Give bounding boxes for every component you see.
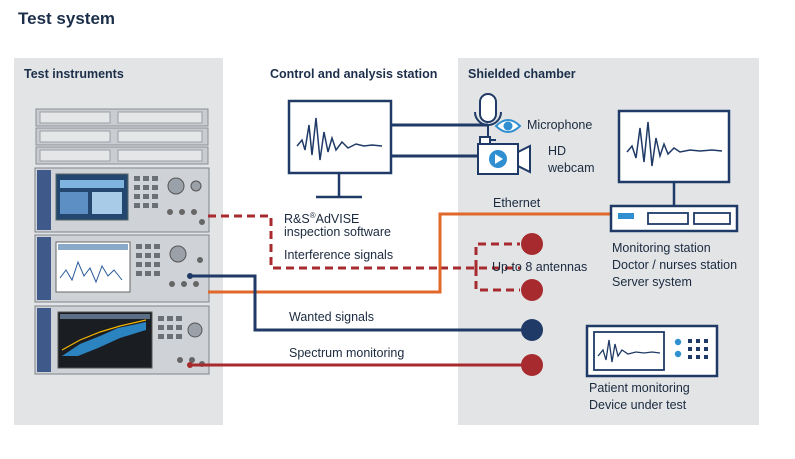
interference-signals-label: Interference signals [284,248,394,262]
ethernet-line [208,212,612,294]
spectrum-analyzer-icon [34,305,210,375]
webcam-icon [477,136,531,175]
monitoring-station-unit-icon [609,204,739,233]
ethernet-label: Ethernet [493,196,541,210]
control-station-monitor-icon [287,99,393,199]
instrument-rack-icon [34,108,210,375]
wanted-signals-label: Wanted signals [289,310,374,324]
antenna-dot-icon [521,279,543,301]
server-system-label: Server system [612,275,692,289]
device-under-test-label: Device under test [589,398,687,412]
webcam-label: HD [548,144,567,158]
antennas-label: Up to 8 antennas [492,260,588,274]
test-instruments-heading: Test instruments [24,67,124,81]
interference-signal-line [208,214,520,292]
shielded-chamber-heading: Shielded chamber [468,67,576,81]
spectrum-monitoring-endpoint-icon [521,354,543,376]
control-station-heading: Control and analysis station [270,67,438,81]
antenna-dot-icon [521,233,543,255]
microphone-label: Microphone [527,118,593,132]
signal-analyzer-icon [34,234,210,303]
microphone-icon [474,93,502,141]
webcam-label-line2: webcam [548,161,595,175]
wanted-signal-endpoint-icon [521,319,543,341]
monitoring-station-monitor-icon [617,109,731,206]
eye-icon [494,119,522,133]
doctor-nurses-station-label: Doctor / nurses station [612,258,738,272]
monitoring-station-label: Monitoring station [612,241,711,255]
signal-generator-icon [34,167,210,233]
diagram-title: Test system [18,9,116,28]
software-label-line2: inspection software [284,225,392,239]
wanted-signal-line [190,274,524,332]
power-supply-unit-icon [35,108,209,165]
software-label: R&S®AdVISE [284,211,360,227]
spectrum-monitoring-label: Spectrum monitoring [289,346,405,360]
patient-monitor-icon [585,324,719,378]
patient-monitoring-label: Patient monitoring [589,381,690,395]
